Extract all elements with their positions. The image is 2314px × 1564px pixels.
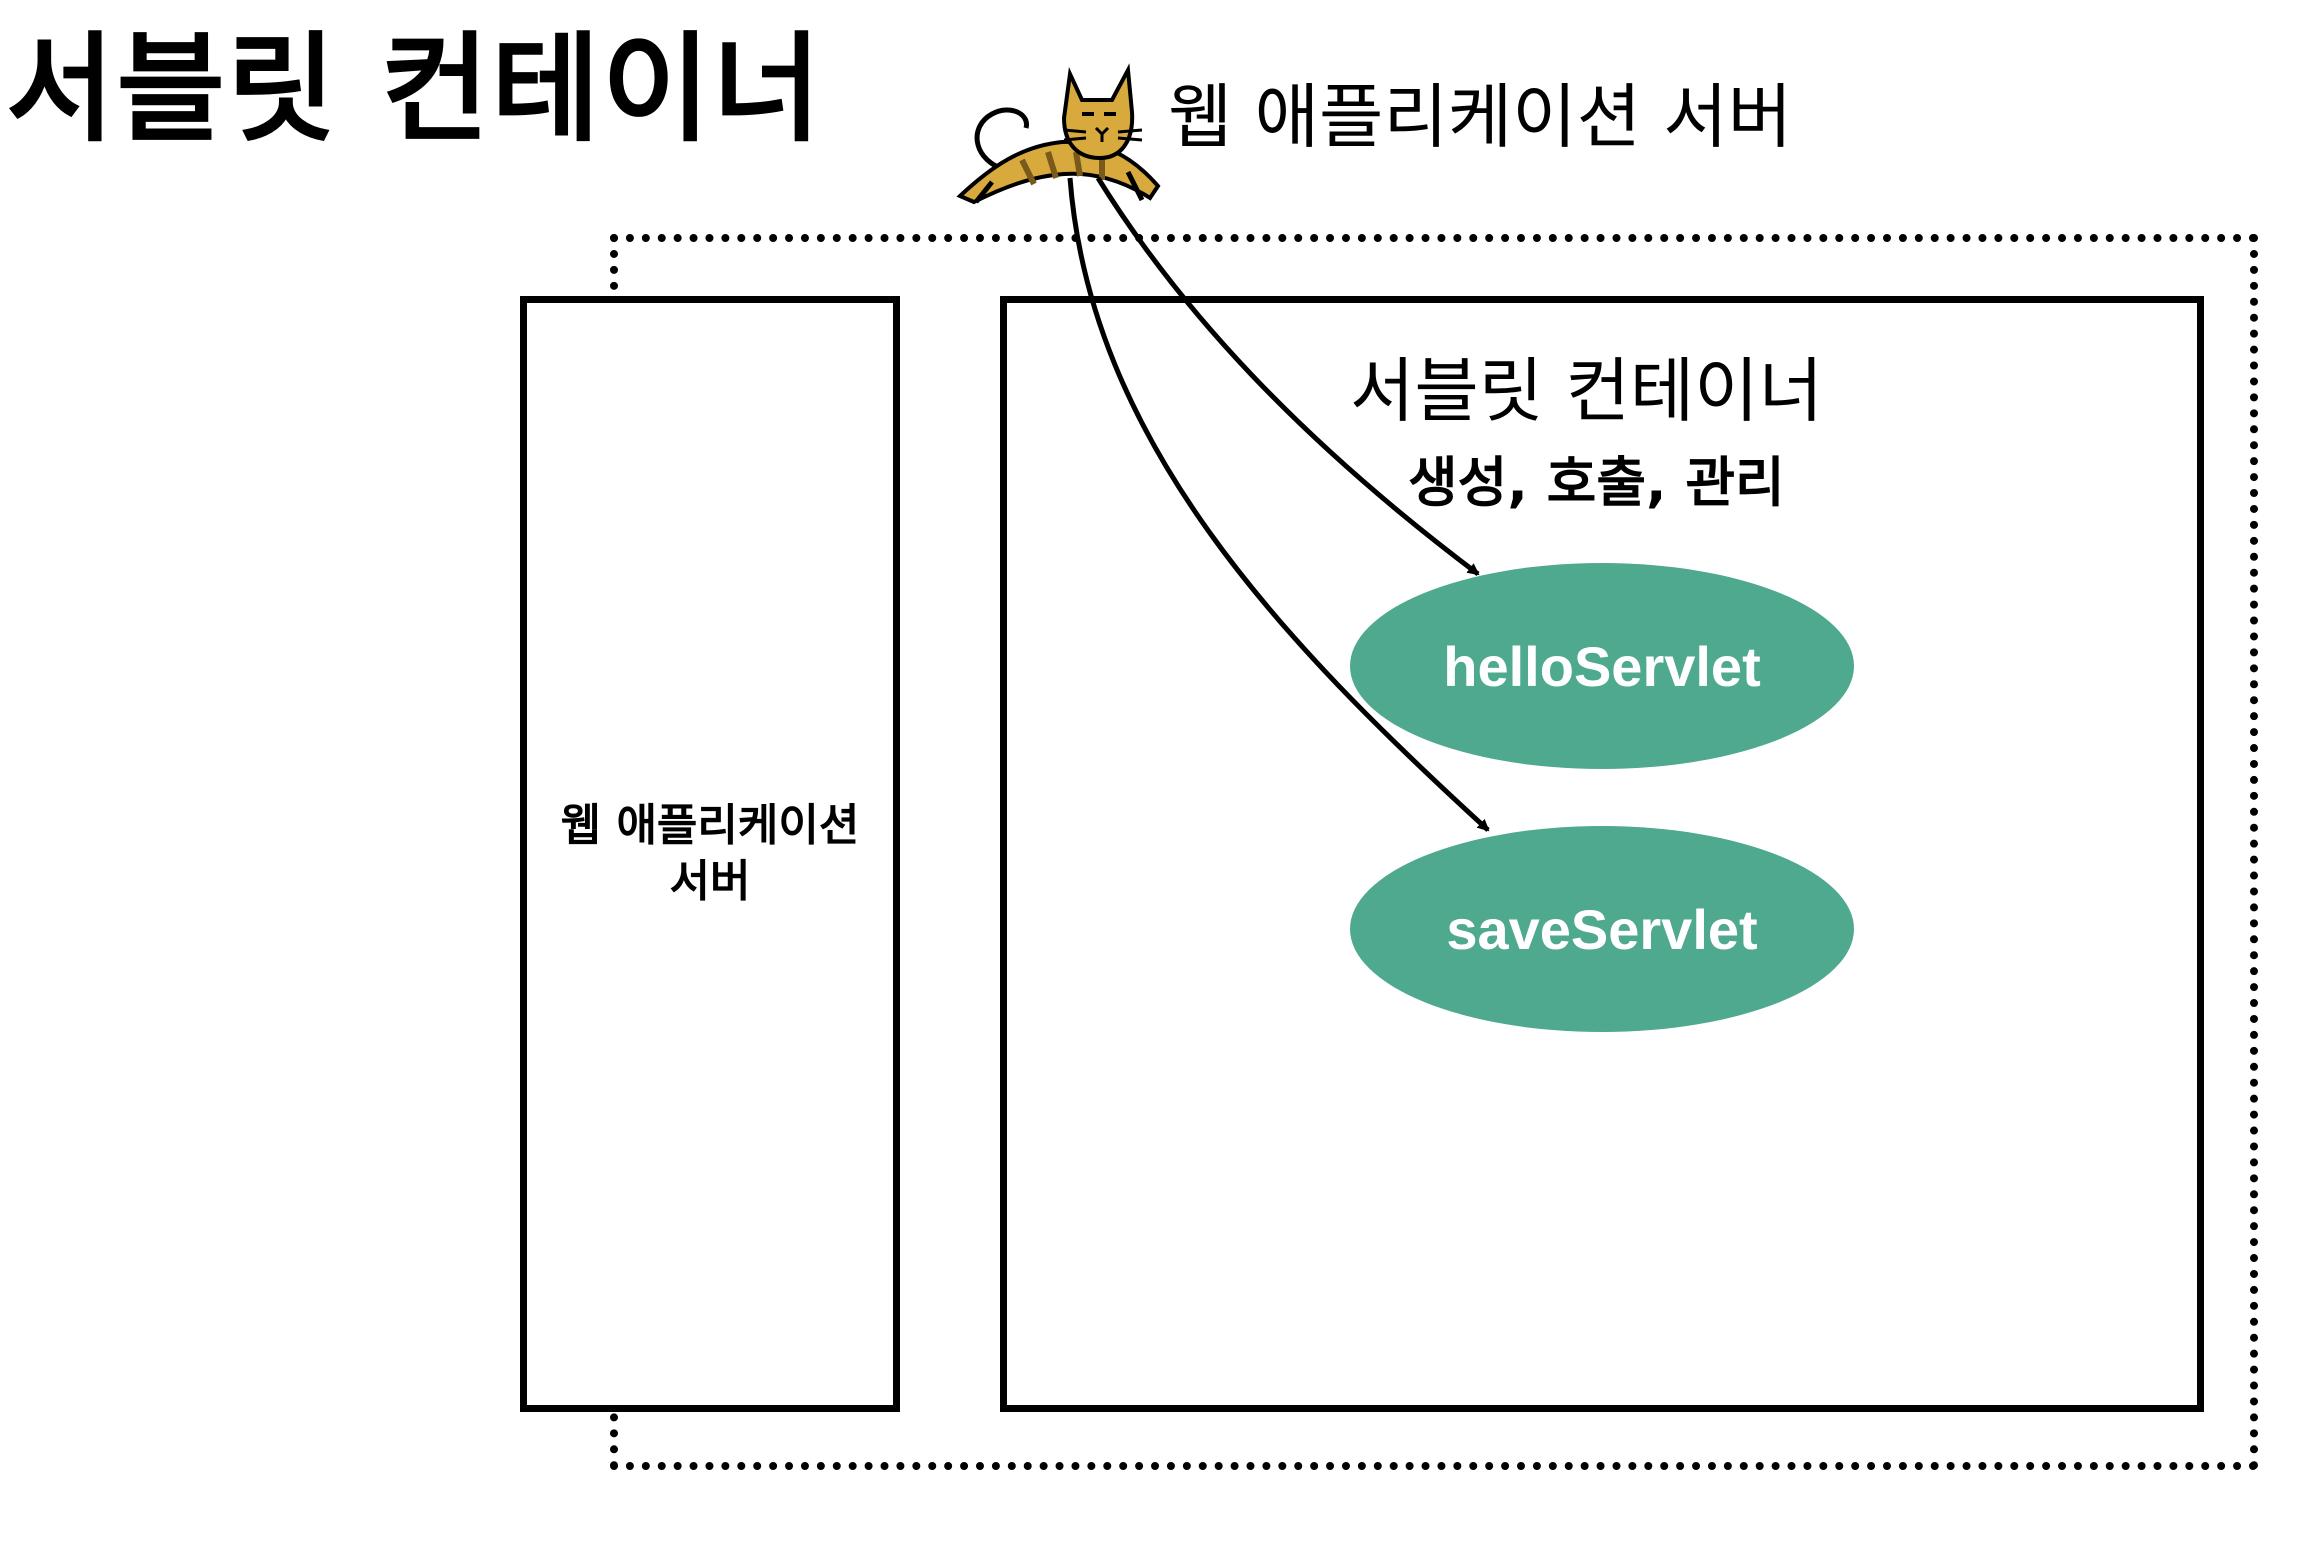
servlet-container-box [1000,296,2204,1412]
server-label: 웹 애플리케이션 서버 [1168,76,1793,158]
save-servlet-node: saveServlet [1350,826,1854,1032]
web-application-server-box: 웹 애플리케이션 서버 [520,296,900,1412]
servlet-container-title: 서블릿 컨테이너 [1350,350,1824,432]
servlet-container-subtitle: 생성, 호출, 관리 [1408,451,1785,514]
web-application-server-box-label: 웹 애플리케이션 서버 [560,799,860,907]
page-title: 서블릿 컨테이너 [6,20,824,158]
tomcat-icon [956,63,1161,205]
hello-servlet-node: helloServlet [1350,563,1854,769]
